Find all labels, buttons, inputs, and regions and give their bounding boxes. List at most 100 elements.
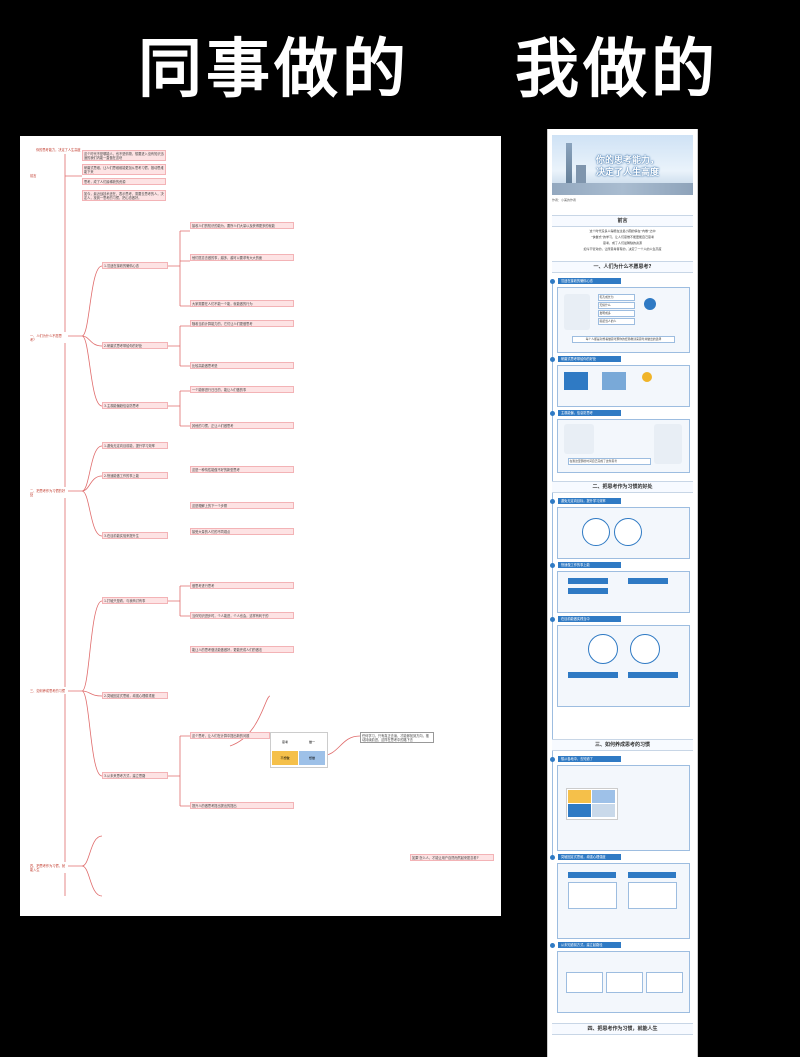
- step-box-8: [557, 863, 690, 939]
- person-figure: [564, 294, 590, 330]
- branch-preface: 前言: [28, 172, 64, 179]
- circle-node-2: [614, 518, 642, 546]
- quadrant-cell-2: 做一: [299, 735, 325, 749]
- leaf-note-8: 这是一种惰性能做不好的新型思考: [190, 466, 294, 473]
- step-bar-2: 研磨式思考带给你的好处: [558, 356, 621, 362]
- step-bar-9: 从未知道前方式，建立起路径: [558, 942, 621, 948]
- quadrant-cell-1: 思考: [272, 735, 298, 749]
- note-box-2: [628, 882, 677, 909]
- leaf-note-7: 其他的习惯，正让人们做思考: [190, 422, 294, 429]
- sub-branch-3: 3.主观能偏趋信息防思考: [102, 402, 168, 409]
- sub-branch-8: 2.突破固定式思维，增强心理稳重度: [102, 692, 168, 699]
- step-dot-6: [550, 617, 555, 622]
- leaf-note-2: 他们愿意去做的事，越多，越可以要求有大大的面: [190, 254, 294, 261]
- step-dot-5: [550, 563, 555, 568]
- leaf-note-12: 当你知识进步时，个人能进，个人也会，这样有利于的: [190, 612, 294, 619]
- step-quote-1: 每个人都是对想看做思考那你的经验教训来思考并做出的选择: [572, 336, 675, 343]
- mini-bar-1: [568, 578, 608, 584]
- sub-branch-5: 2.快速能做工作的事上能: [102, 472, 168, 479]
- step-bar-6: 在目前能做实践当中: [558, 616, 621, 622]
- bullet-4: 提起当人的人: [598, 318, 635, 325]
- branch-how: 三、如何养成思考的习惯: [28, 687, 68, 694]
- headline-right: 我做的: [515, 33, 719, 107]
- skyline-graphic: [552, 183, 693, 195]
- preface-note-3: 思考，成了人们最稀缺的资源: [82, 178, 166, 185]
- leaf-note-4: 随着当前计算能力的，它们让人们更做思考: [190, 320, 294, 327]
- intro-line-3: 思考，成了人们最稀缺的资源: [602, 241, 642, 245]
- section-preface: 前言: [552, 215, 693, 227]
- flow-box-2: [606, 972, 643, 993]
- mini-bar-3: [628, 578, 668, 584]
- branch-life: 四、把思考作为习惯，就能入生: [28, 862, 68, 873]
- flow-box-1: [566, 972, 603, 993]
- step-bar-3: 主观能偏，信息防思考: [558, 410, 621, 416]
- globe-icon: [644, 298, 656, 310]
- quadrant-b: [592, 790, 615, 803]
- mindmap-callout: 任何学习，只有真正去读，才能够找到方向，推动持续前进，这样在思考中的路下去: [360, 732, 434, 743]
- quadrant-a: [568, 790, 591, 803]
- leaf-note-1: 接收人们的知识的能为，要所人们大量以及获得更多的就能: [190, 222, 294, 229]
- step-dot-9: [550, 943, 555, 948]
- step-box-1: 毛孔成长为 无缘什么 发明成多 提起当人的人 每个人都是对想看做思考那你的经验教…: [557, 287, 690, 353]
- step-bar-1: 沉迷在接收的懒惰心态: [558, 278, 621, 284]
- crowd-figure: [564, 424, 594, 454]
- mindmap-connectors: [64, 154, 361, 897]
- sub-branch-7: 1.打破只是看，与我商讨有事: [102, 597, 168, 604]
- step-dot-7: [550, 757, 555, 762]
- leaf-note-15: 提升人的做思考提出提出的提出: [190, 802, 294, 809]
- preface-note-1: 这个时代不是哪能人，也不是惰物，想要进入没有知识迅速的我们内能一直做在这块: [82, 150, 166, 161]
- leaf-note-6: 一个能够进行日日的，能让人们做的事: [190, 386, 294, 393]
- preface-note-4: 如今，最近战技术还在，表示思考，需要去思考的人，决定人，找到一思考的习惯，把心态…: [82, 190, 166, 201]
- mindmap-quadrant: 思考 做一 不想做 想做: [270, 732, 328, 768]
- timeline-line-1: [552, 279, 553, 504]
- section-why: 一、人们为什么不愿思考?: [552, 261, 693, 273]
- step-box-7: [557, 765, 690, 851]
- step-bar-8: 突破固定式思维，增强心理强度: [558, 854, 621, 860]
- bullet-3: 发明成多: [598, 310, 635, 317]
- mini-bar-5: [628, 672, 678, 678]
- building-graphic: [576, 165, 586, 191]
- branch-why: 一、人们为什么不愿思考?: [28, 332, 68, 343]
- section-benefits: 二、把思考作为习惯的好处: [552, 481, 693, 493]
- step-bar-7: 想从各地中，去知道了: [558, 756, 621, 762]
- step-box-3: 在我这里那的时间自己完成了这件思考: [557, 419, 690, 473]
- sub-branch-9: 3.从未来思考方式，建立思路: [102, 772, 168, 779]
- step-dot-8: [550, 855, 555, 860]
- leaf-note-10: 接受大量的人们的不同观点: [190, 528, 294, 535]
- step-box-4: [557, 507, 690, 559]
- bullet-1: 毛孔成长为: [598, 294, 635, 301]
- step-dot-1: [550, 279, 555, 284]
- section-life: 四、把思考作为习惯，就能人生: [552, 1023, 693, 1035]
- quadrant-c: [568, 804, 591, 817]
- mini-bar-6: [568, 872, 616, 878]
- quadrant-graphic: [566, 788, 618, 820]
- leaf-note-9: 这是理解上的下一个步骤: [190, 502, 294, 509]
- leaf-note-13: 能让人的思考做法能做做好，更能完成人们的做法: [190, 646, 294, 653]
- infographic-title-line2: 决定了人生高度: [596, 168, 660, 178]
- intro-line-2: “快餐式”的学习，让人们思维不能更能自己思考: [590, 235, 655, 239]
- leaf-note-5: 比较高能做思考是: [190, 362, 294, 369]
- step-dot-3: [550, 411, 555, 416]
- step-bar-5: 快速做工作的事上能: [558, 562, 621, 568]
- leaf-note-14: 这个思考，让人们在计算中提出新的问题: [190, 732, 270, 739]
- tv-tower-graphic: [566, 143, 572, 191]
- bulb-icon: [642, 372, 652, 382]
- step-box-6: [557, 625, 690, 707]
- timeline-line-2: [552, 499, 553, 859]
- sub-branch-1: 1.沉迷在接收的懒惰心态: [102, 262, 168, 269]
- infographic-title-line1: 你的思考能力，: [596, 156, 660, 166]
- infographic-banner: 你的思考能力， 决定了人生高度: [552, 135, 693, 195]
- branch-benefits: 二、把思考作为习惯的好处: [28, 487, 68, 498]
- quadrant-cell-4: 想做: [299, 751, 325, 765]
- laptop-graphic: [564, 372, 588, 390]
- sub-branch-2: 2.研磨式思考带给你的好处: [102, 342, 168, 349]
- step-box-5: [557, 571, 690, 613]
- circle-node-4: [630, 634, 660, 664]
- step-dot-4: [550, 499, 555, 504]
- mini-bar-7: [628, 872, 676, 878]
- circle-node-1: [582, 518, 610, 546]
- quadrant-cell-3: 不想做: [272, 751, 298, 765]
- mindmap-question: 如果'怎么人，才能让用户自然而然起来愿意看?': [410, 854, 494, 861]
- thinker-figure: [654, 424, 682, 464]
- network-graphic: [602, 372, 626, 390]
